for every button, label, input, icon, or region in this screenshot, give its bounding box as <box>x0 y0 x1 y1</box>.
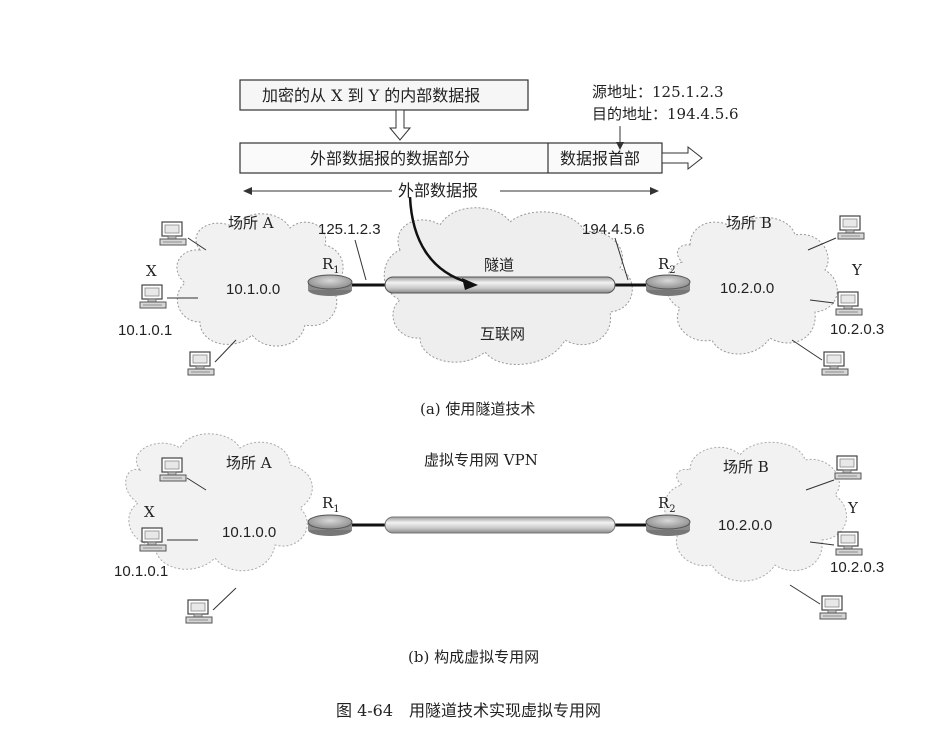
host-y-label: Y <box>848 499 858 517</box>
host-y-computer-icon <box>835 291 863 316</box>
panel-a-graphics <box>139 79 865 376</box>
internet-label: 互联网 <box>480 325 526 343</box>
host-computer-icon <box>837 215 865 240</box>
panel-a-caption: (a) 使用隧道技术 <box>420 400 536 418</box>
site-b-label: 场所 B <box>726 214 772 232</box>
site-a-label: 场所 A <box>226 454 272 472</box>
router-r1-label: R1 <box>322 494 340 515</box>
host-computer-icon <box>159 457 187 482</box>
vpn-tunnel-tube <box>384 516 616 534</box>
outer-header-label: 数据报首部 <box>560 149 641 168</box>
destination-address-value: 194.4.5.6 <box>667 105 739 123</box>
router-r2-label: R2 <box>658 494 676 515</box>
tunnel-tube <box>384 276 616 294</box>
network-b-label: 10.2.0.0 <box>720 280 775 297</box>
host-computer-icon <box>821 351 849 376</box>
r2-ip-label: 194.4.5.6 <box>582 221 645 238</box>
router-r1-icon <box>307 514 353 536</box>
outer-datagram-box <box>239 142 663 174</box>
host-y-label: Y <box>852 261 862 279</box>
host-computer-icon <box>834 455 862 480</box>
site-a-cloud <box>176 213 344 347</box>
host-computer-icon <box>819 595 847 620</box>
router-r2-icon <box>645 514 691 536</box>
vpn-label: 虚拟专用网 VPN <box>424 451 538 469</box>
host-x-label: X <box>144 503 155 521</box>
host-y-ip-label: 10.2.0.3 <box>830 559 885 576</box>
host-x-ip-label: 10.1.0.1 <box>114 563 169 580</box>
router-r1-icon <box>307 274 353 296</box>
tunnel-label: 隧道 <box>484 256 515 274</box>
router-r2-label: R2 <box>658 255 676 276</box>
outer-data-part-label: 外部数据报的数据部分 <box>310 149 471 168</box>
site-b-cloud <box>664 441 847 582</box>
inner-datagram-label: 加密的从 X 到 Y 的内部数据报 <box>262 86 481 105</box>
r1-ip-label: 125.1.2.3 <box>318 221 381 238</box>
source-address-value: 125.1.2.3 <box>652 83 724 101</box>
router-r2-icon <box>645 274 691 296</box>
destination-address-label: 目的地址：194.4.5.6 <box>592 105 739 123</box>
network-a-label: 10.1.0.0 <box>222 524 277 541</box>
hollow-right-arrow-icon <box>661 145 703 171</box>
host-x-computer-icon <box>139 284 167 309</box>
site-b-cloud <box>665 216 838 355</box>
panel-b-graphics <box>125 433 863 624</box>
host-computer-icon <box>185 599 213 624</box>
site-b-label: 场所 B <box>723 458 769 476</box>
host-x-label: X <box>146 262 157 280</box>
source-address-label: 源地址：125.1.2.3 <box>592 83 724 101</box>
host-y-computer-icon <box>835 531 863 556</box>
host-x-computer-icon <box>139 527 167 552</box>
panel-b-caption: (b) 构成虚拟专用网 <box>408 648 540 666</box>
figure-caption: 图 4-64 用隧道技术实现虚拟专用网 <box>336 701 602 720</box>
hollow-down-arrow-icon <box>388 109 412 141</box>
host-x-ip-label: 10.1.0.1 <box>118 322 173 339</box>
network-a-label: 10.1.0.0 <box>226 281 281 298</box>
inner-datagram-box <box>239 79 529 111</box>
host-y-ip-label: 10.2.0.3 <box>830 321 885 338</box>
host-computer-icon <box>159 221 187 246</box>
network-b-label: 10.2.0.0 <box>718 517 773 534</box>
site-a-label: 场所 A <box>228 214 274 232</box>
host-computer-icon <box>187 351 215 376</box>
outer-datagram-label: 外部数据报 <box>398 181 479 200</box>
router-r1-label: R1 <box>322 255 340 276</box>
